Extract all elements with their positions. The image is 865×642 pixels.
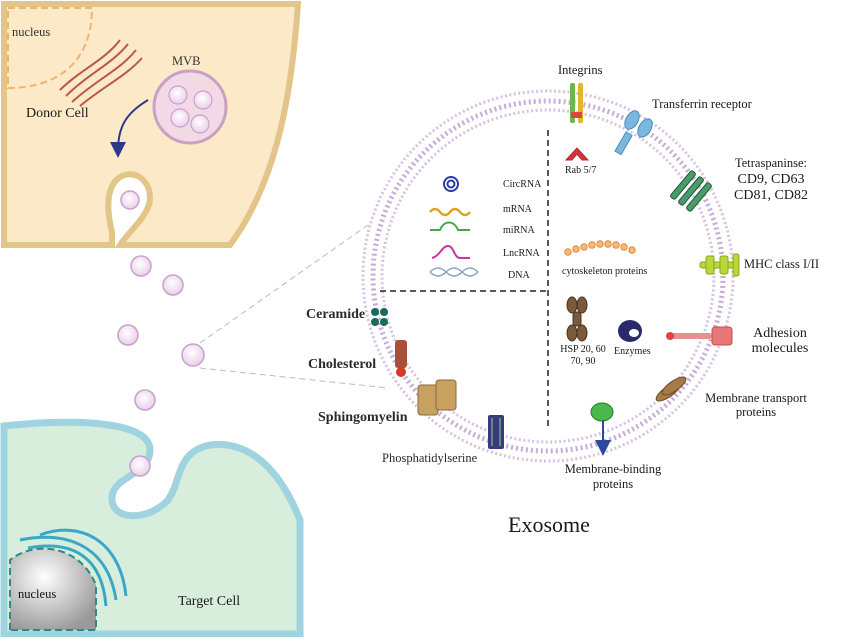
tetraspanin-icon (670, 170, 712, 212)
rab-icon (564, 147, 590, 161)
quadrant-lines (380, 130, 549, 430)
ceramide-icon (371, 308, 388, 326)
cholesterol-icon (395, 340, 407, 377)
sphingomyelin-label: Sphingomyelin (318, 410, 408, 425)
mhc-label: MHC class I/II (744, 257, 819, 271)
exosome-title: Exosome (508, 512, 590, 537)
binding-label-line1: Membrane-binding (564, 462, 662, 476)
sphingomyelin-icon (417, 379, 457, 416)
circrna-icon (443, 176, 459, 192)
target-cell-label: Target Cell (178, 594, 241, 609)
donor-nucleus (7, 7, 94, 90)
free-exosomes (117, 190, 205, 477)
rab-label: Rab 5/7 (565, 165, 597, 176)
mrna-label: mRNA (503, 204, 532, 215)
binding-label-line2: proteins (592, 477, 634, 491)
enzymes-label: Enzymes (614, 346, 651, 357)
adhesion-icon (666, 326, 733, 346)
hsp-label-line2: 70, 90 (570, 356, 596, 367)
donor-nucleus-label: nucleus (12, 25, 51, 39)
hsp-label-line1: HSP 20, 60 (560, 344, 606, 355)
mrna-icon (429, 207, 471, 217)
donor-cell (1, 1, 302, 248)
circrna-label: CircRNA (503, 179, 542, 190)
adhesion-label-line2: molecules (751, 341, 809, 356)
binding-protein-icon (590, 402, 614, 456)
phosphatidylserine-icon (488, 415, 504, 449)
mvb-vesicles (168, 85, 213, 134)
transferrin-receptor-icon (614, 110, 653, 156)
ceramide-label: Ceramide (306, 307, 366, 322)
adhesion-label-line1: Adhesion (753, 326, 807, 341)
lncrna-label: LncRNA (503, 248, 540, 259)
transport-label-line2: proteins (735, 405, 777, 419)
integrin-icon (570, 83, 583, 123)
transferrin-label: Transferrin receptor (652, 97, 752, 111)
donor-golgi (59, 39, 143, 107)
transport-protein-icon (655, 376, 687, 402)
tetraspanins-label-line1: Tetraspaninse: (734, 156, 807, 170)
cytoskeleton-icon (564, 240, 636, 256)
dna-label: DNA (508, 270, 530, 281)
enzyme-icon (618, 320, 642, 342)
tetraspanins-label-line3: CD81, CD82 (734, 188, 808, 203)
mvb-label: MVB (172, 54, 201, 68)
tetraspanins-label-line2: CD9, CD63 (737, 172, 805, 187)
integrins-label: Integrins (558, 63, 603, 77)
dna-icon (429, 267, 479, 277)
mirna-label: miRNA (503, 225, 535, 236)
lncrna-icon (431, 244, 470, 259)
target-nucleus-label: nucleus (18, 587, 57, 601)
donor-cell-label: Donor Cell (26, 106, 89, 121)
mirna-icon (430, 221, 470, 231)
target-nucleus (9, 547, 97, 631)
mvb (152, 69, 228, 145)
target-er (19, 528, 128, 607)
secretion-arrow (110, 99, 149, 158)
transport-label-line1: Membrane transport (705, 391, 807, 405)
cholesterol-label: Cholesterol (308, 357, 377, 372)
mhc-icon (699, 253, 740, 277)
cytoskeleton-label: cytoskeleton proteins (562, 266, 648, 277)
zoom-lines (199, 217, 389, 389)
phosphatidylserine-label: Phosphatidylserine (382, 451, 478, 465)
hsp-icon (566, 296, 588, 342)
